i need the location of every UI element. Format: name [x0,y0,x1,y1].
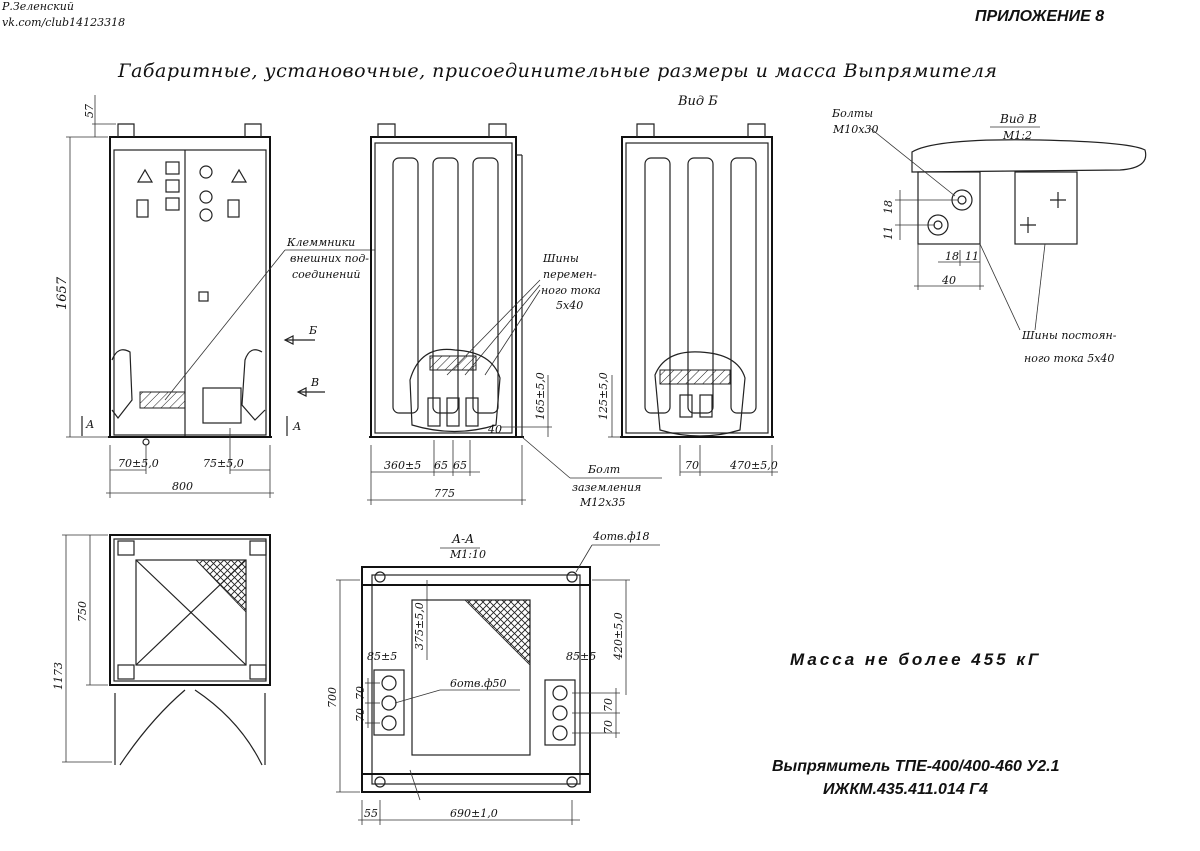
dc-bus-label-1: Шины постоян- [1021,329,1117,342]
section-aa-scale: M1:10 [449,548,486,561]
product-name: Выпрямитель ТПЕ-400/400-460 У2.1 [772,758,1060,775]
plan-view [62,534,271,766]
view-arrow-v: В [310,376,319,389]
ground-bolt-label-1: Болт [587,463,620,476]
dim-800: 800 [172,480,193,493]
dim-420: 420±5,0 [612,612,625,661]
ac-bus-label-4: 5х40 [556,299,583,312]
dim-85-a: 85±5 [367,650,397,663]
dim-1657: 1657 [55,276,70,310]
dim-70-f: 70 [602,720,615,734]
dim-65-b: 65 [453,459,467,472]
dim-40-a: 40 [487,423,502,436]
dim-11-b: 11 [965,250,979,263]
dim-125: 125±5,0 [597,372,610,420]
terminals-label-3: соединений [292,268,361,281]
mass-label: Масса не более 455 кГ [790,650,1042,669]
dim-165: 165±5,0 [534,372,547,420]
dim-70-e: 70 [602,698,615,712]
dim-40-b: 40 [941,274,956,287]
dim-75: 75±5,0 [203,457,244,470]
section-arrow-a-left: А [85,418,94,431]
dim-750: 750 [76,601,89,622]
view-v-title: Вид В [999,112,1037,126]
view-v [869,126,1147,331]
author-link: vk.com/club14123318 [2,16,126,29]
dim-11: 11 [882,226,895,240]
dim-18-b: 18 [945,250,959,263]
appendix-label: ПРИЛОЖЕНИЕ 8 [975,8,1105,25]
view-arrow-b: Б [308,324,317,337]
dim-65-a: 65 [434,459,448,472]
dim-700: 700 [326,687,339,708]
view-b [608,123,778,476]
dim-70-b: 70 [685,459,699,472]
dim-775: 775 [434,487,455,500]
ac-bus-label-1: Шины [542,252,579,265]
bolts-label: Болты [831,107,873,120]
section-aa-title: А-А [451,532,474,546]
dim-18-a: 18 [882,200,895,214]
ac-bus-label-3: ного тока [541,284,601,297]
drawing-title: Габаритные, установочные, присоединитель… [118,60,998,82]
dim-70-a: 70±5,0 [118,457,159,470]
ground-bolt-label-2: заземления [572,481,641,494]
view-b-label: Вид Б [677,94,718,109]
dc-bus-label-2: ного тока 5х40 [1024,352,1114,365]
holes-6-label: 6отв.ф50 [450,677,507,690]
section-aa [336,544,660,825]
dim-57: 57 [83,104,96,118]
dim-375: 375±5,0 [413,602,426,650]
dim-1173: 1173 [52,662,65,690]
product-code: ИЖКМ.435.411.014 Г4 [823,781,988,798]
dim-55: 55 [364,807,378,820]
dim-70-d: 70 [354,708,367,722]
terminals-label-2: внешних под- [290,252,369,265]
dim-690: 690±1,0 [450,807,498,820]
dim-470: 470±5,0 [729,459,778,472]
terminals-label-1: Клеммники [286,236,355,249]
view-v-scale: M1:2 [1002,129,1032,142]
dim-70-c: 70 [354,686,367,700]
front-view [66,95,375,498]
ground-bolt-label-3: М12х35 [579,496,625,509]
dim-360: 360±5 [384,459,421,472]
bolts-spec: М10х30 [832,123,878,136]
holes-4-label: 4отв.ф18 [592,530,650,543]
ac-bus-label-2: перемен- [543,268,597,281]
author-name: Р.Зеленский [2,0,74,13]
section-arrow-a-right: А [292,420,301,433]
dim-85-b: 85±5 [566,650,596,663]
side-view [367,123,662,505]
